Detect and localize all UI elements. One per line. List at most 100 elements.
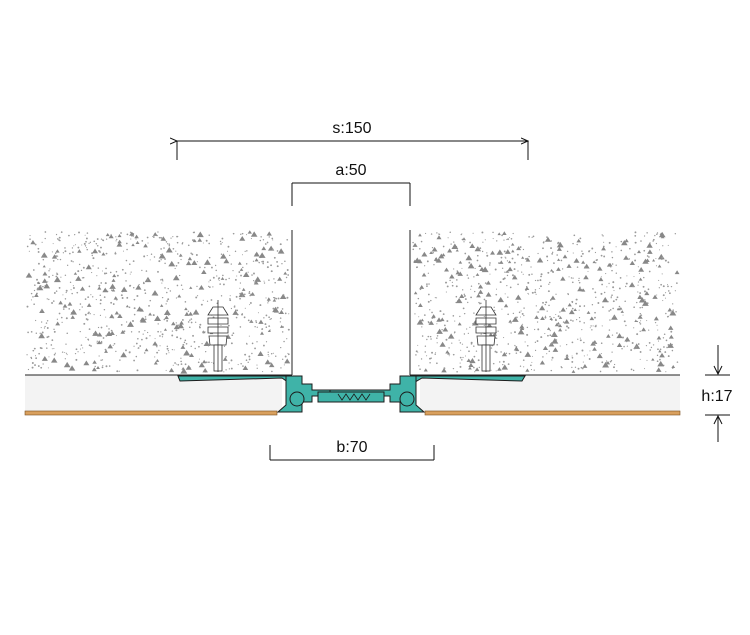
concrete-speck xyxy=(537,252,539,255)
concrete-speck xyxy=(205,361,208,364)
concrete-speck xyxy=(190,345,192,348)
concrete-speck xyxy=(426,283,428,285)
concrete-speck xyxy=(246,250,248,252)
concrete-speck xyxy=(109,271,112,274)
concrete-speck xyxy=(555,313,557,316)
concrete-speck xyxy=(272,239,274,241)
concrete-speck xyxy=(639,358,641,360)
concrete-speck xyxy=(578,317,581,319)
concrete-speck xyxy=(157,231,159,233)
concrete-speck xyxy=(81,244,83,246)
concrete-speck xyxy=(256,367,258,369)
concrete-speck xyxy=(84,298,87,300)
concrete-aggregate xyxy=(413,291,418,295)
concrete-speck xyxy=(663,346,665,348)
concrete-speck xyxy=(626,345,628,347)
concrete-aggregate xyxy=(152,341,158,346)
concrete-aggregate xyxy=(203,259,211,265)
concrete-aggregate xyxy=(621,239,628,246)
concrete-speck xyxy=(577,367,580,370)
concrete-speck xyxy=(238,271,241,273)
concrete-speck xyxy=(637,266,639,268)
concrete-speck xyxy=(633,327,635,329)
concrete-speck xyxy=(451,281,453,283)
concrete-speck xyxy=(58,312,61,315)
concrete-speck xyxy=(95,299,97,301)
concrete-speck xyxy=(81,306,83,308)
concrete-aggregate xyxy=(257,351,264,356)
concrete-speck xyxy=(486,252,488,254)
concrete-speck xyxy=(105,349,107,352)
concrete-speck xyxy=(30,356,32,359)
concrete-speck xyxy=(612,307,614,310)
concrete-speck xyxy=(243,293,246,296)
concrete-speck xyxy=(489,273,491,275)
concrete-speck xyxy=(208,285,210,287)
concrete-speck xyxy=(436,297,438,299)
concrete-aggregate xyxy=(163,328,168,331)
concrete-speck xyxy=(180,258,182,261)
bedding-layer xyxy=(25,374,680,411)
concrete-speck xyxy=(121,268,124,271)
concrete-speck xyxy=(654,322,657,324)
concrete-aggregate xyxy=(34,293,39,297)
concrete-speck xyxy=(176,241,179,244)
concrete-speck xyxy=(466,274,469,276)
concrete-aggregate xyxy=(653,316,659,321)
concrete-speck xyxy=(55,233,58,236)
concrete-speck xyxy=(143,352,146,354)
concrete-aggregate xyxy=(550,295,556,300)
concrete-speck xyxy=(100,340,103,343)
concrete-speck xyxy=(613,363,616,366)
concrete-aggregate xyxy=(552,347,559,352)
concrete-speck xyxy=(511,257,514,260)
concrete-speck xyxy=(646,359,648,361)
concrete-speck xyxy=(228,362,230,364)
concrete-aggregate xyxy=(278,309,285,314)
concrete-aggregate xyxy=(497,232,501,236)
concrete-speck xyxy=(670,312,672,314)
concrete-aggregate xyxy=(111,288,116,292)
concrete-speck xyxy=(56,318,59,320)
concrete-speck xyxy=(559,311,561,313)
concrete-speck xyxy=(643,235,646,237)
concrete-aggregate xyxy=(624,238,629,243)
concrete-speck xyxy=(262,262,265,265)
concrete-speck xyxy=(61,321,63,324)
concrete-speck xyxy=(476,254,479,257)
concrete-aggregate xyxy=(544,236,552,242)
concrete-speck xyxy=(667,244,669,246)
concrete-speck xyxy=(32,296,34,298)
concrete-speck xyxy=(546,236,548,238)
concrete-aggregate xyxy=(139,308,144,312)
concrete-speck xyxy=(536,311,538,313)
concrete-speck xyxy=(223,345,226,347)
concrete-speck xyxy=(105,365,108,368)
concrete-aggregate xyxy=(135,240,140,245)
concrete-aggregate xyxy=(667,342,674,348)
concrete-aggregate xyxy=(431,246,438,252)
concrete-speck xyxy=(129,273,131,275)
concrete-aggregate xyxy=(127,321,134,327)
concrete-speck xyxy=(639,292,642,294)
concrete-speck xyxy=(643,276,645,279)
concrete-speck xyxy=(187,321,190,323)
concrete-speck xyxy=(166,300,168,302)
concrete-speck xyxy=(48,270,50,272)
concrete-speck xyxy=(181,242,184,245)
concrete-speck xyxy=(211,361,213,363)
concrete-speck xyxy=(262,239,265,241)
concrete-speck xyxy=(90,294,92,296)
concrete-speck xyxy=(185,342,188,345)
concrete-speck xyxy=(462,289,464,291)
concrete-aggregate xyxy=(116,241,123,247)
concrete-speck xyxy=(283,340,285,343)
concrete-speck xyxy=(512,312,515,315)
concrete-speck xyxy=(234,250,237,253)
concrete-speck xyxy=(451,284,454,287)
concrete-aggregate xyxy=(181,367,185,370)
concrete-speck xyxy=(160,236,162,239)
concrete-speck xyxy=(241,254,243,256)
concrete-speck xyxy=(253,280,255,282)
concrete-speck xyxy=(270,264,272,267)
